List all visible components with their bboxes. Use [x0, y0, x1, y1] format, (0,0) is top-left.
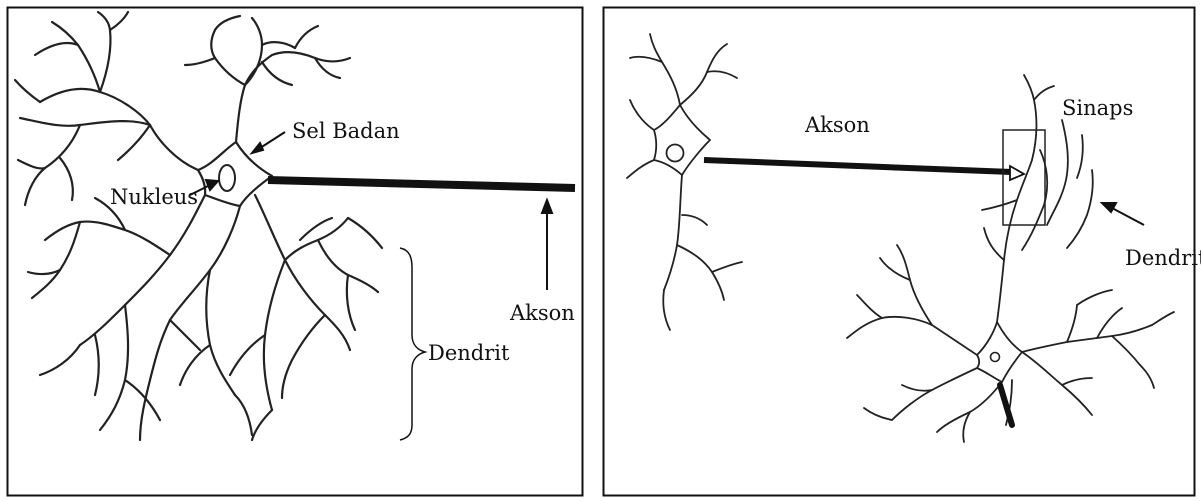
axon-label: Akson	[804, 113, 870, 137]
right-neuron-diagram: Akson Sinaps Dendrit	[592, 0, 1201, 501]
left-neuron-panel: Sel Badan Nukleus Akson Dendrit	[0, 0, 592, 501]
synapse-label: Sinaps	[1062, 96, 1133, 120]
right-neuron-panel: Akson Sinaps Dendrit	[592, 0, 1201, 501]
right-panel-frame	[604, 8, 1195, 496]
right-nucleus-shape	[991, 353, 1000, 362]
left-neuron-diagram: Sel Badan Nukleus Akson Dendrit	[0, 0, 592, 501]
nucleus-shape	[219, 165, 235, 191]
nucleus-label: Nukleus	[110, 185, 198, 209]
left-nucleus-shape	[667, 145, 684, 162]
axon-label: Akson	[509, 301, 575, 325]
dendrite-label: Dendrit	[428, 341, 510, 365]
cell-body-label: Sel Badan	[292, 119, 400, 143]
dendrite-label: Dendrit	[1125, 246, 1201, 270]
